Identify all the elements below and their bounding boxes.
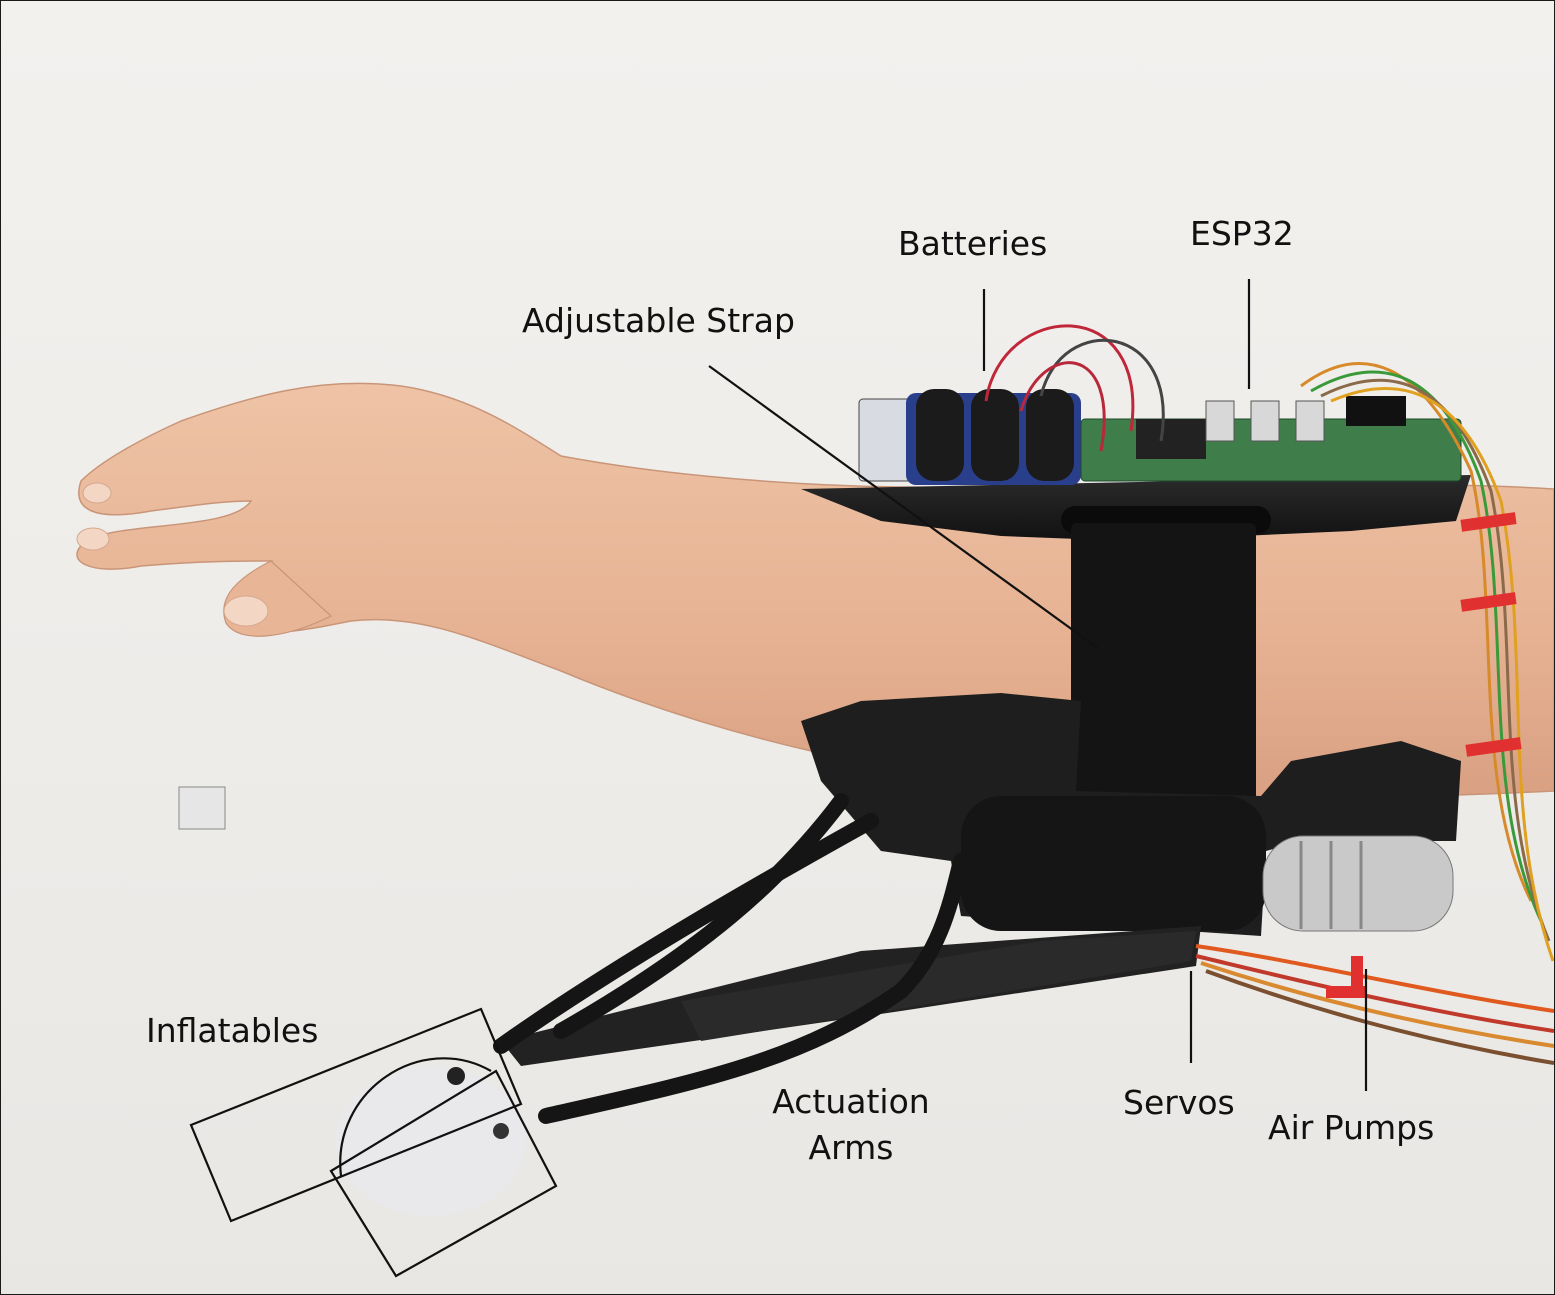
annotation-outlines (189, 1007, 558, 1278)
label-esp32: ESP32 (1190, 214, 1294, 253)
actuation-arms (493, 793, 1201, 1124)
servo-connector (178, 786, 226, 830)
fitting (447, 1067, 465, 1085)
fitting (493, 1123, 509, 1139)
label-inflatables: Inflatables (146, 1011, 319, 1050)
label-adjustable-strap: Adjustable Strap (522, 301, 795, 340)
label-air-pumps: Air Pumps (1268, 1108, 1435, 1147)
inflatables-box (189, 1007, 523, 1223)
label-servos: Servos (1123, 1083, 1235, 1122)
lower-wires (1195, 944, 1554, 1065)
inflatables-box-2 (329, 1069, 558, 1278)
inflatables-arc (339, 1057, 492, 1177)
battery-pack (858, 389, 1081, 485)
label-actuation-arms-line1: Actuation (772, 1082, 930, 1121)
lower-housing (181, 693, 1461, 936)
leader-lines (708, 279, 1368, 1091)
esp32-board (1080, 396, 1462, 482)
zip-ties (1460, 512, 1522, 757)
strap-leader (708, 365, 1100, 650)
label-actuation-arms: Actuation Arms (761, 1083, 941, 1167)
velcro-strap (1071, 523, 1256, 803)
label-actuation-arms-line2: Arms (808, 1127, 894, 1167)
label-batteries: Batteries (898, 224, 1048, 263)
